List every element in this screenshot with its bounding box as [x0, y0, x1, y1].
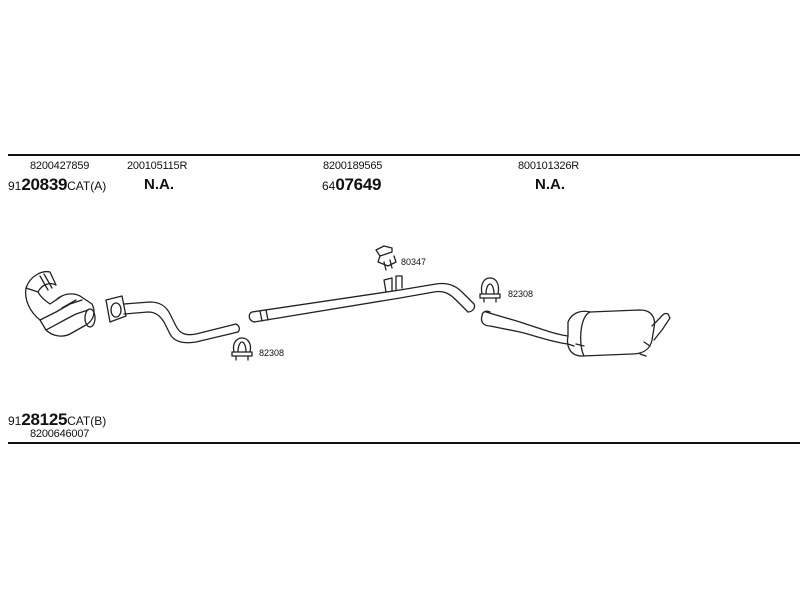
part-suffix: CAT(B) [67, 414, 107, 428]
catalytic-converter-drawing [24, 270, 96, 337]
center-pipe-drawing [248, 275, 476, 323]
clamp-label-right: 82308 [508, 289, 534, 299]
part-main: 07649 [335, 175, 382, 194]
rear-muffler-drawing [480, 309, 671, 357]
status-col4: N.A. [535, 176, 565, 193]
bottom-rule [8, 442, 800, 444]
clamp-label-left: 82308 [259, 348, 285, 358]
status-col2: N.A. [144, 176, 174, 193]
clamp-right-icon [479, 277, 501, 303]
part-number-col3: 6407649 [322, 175, 382, 194]
part-prefix: 91 [8, 179, 22, 193]
clamp-left-icon [231, 337, 253, 361]
oe-number-bottom: 8200646007 [30, 428, 90, 440]
top-rule [8, 154, 800, 156]
oe-number-col1: 8200427859 [30, 160, 90, 172]
oe-number-col4: 800101326R [518, 160, 580, 172]
part-suffix: CAT(A) [67, 179, 107, 193]
hanger-label: 80347 [401, 257, 427, 267]
part-main: 20839 [21, 175, 68, 194]
part-number-bottom: 9128125CAT(B) [8, 410, 107, 429]
part-number-col1: 9120839CAT(A) [8, 175, 107, 194]
oe-number-col2: 200105115R [127, 160, 188, 172]
intermediate-pipe-drawing [105, 295, 240, 344]
part-main: 28125 [21, 410, 68, 429]
part-prefix: 64 [322, 179, 336, 193]
oe-number-col3: 8200189565 [323, 160, 383, 172]
part-prefix: 91 [8, 414, 22, 428]
hanger-icon [375, 245, 397, 271]
